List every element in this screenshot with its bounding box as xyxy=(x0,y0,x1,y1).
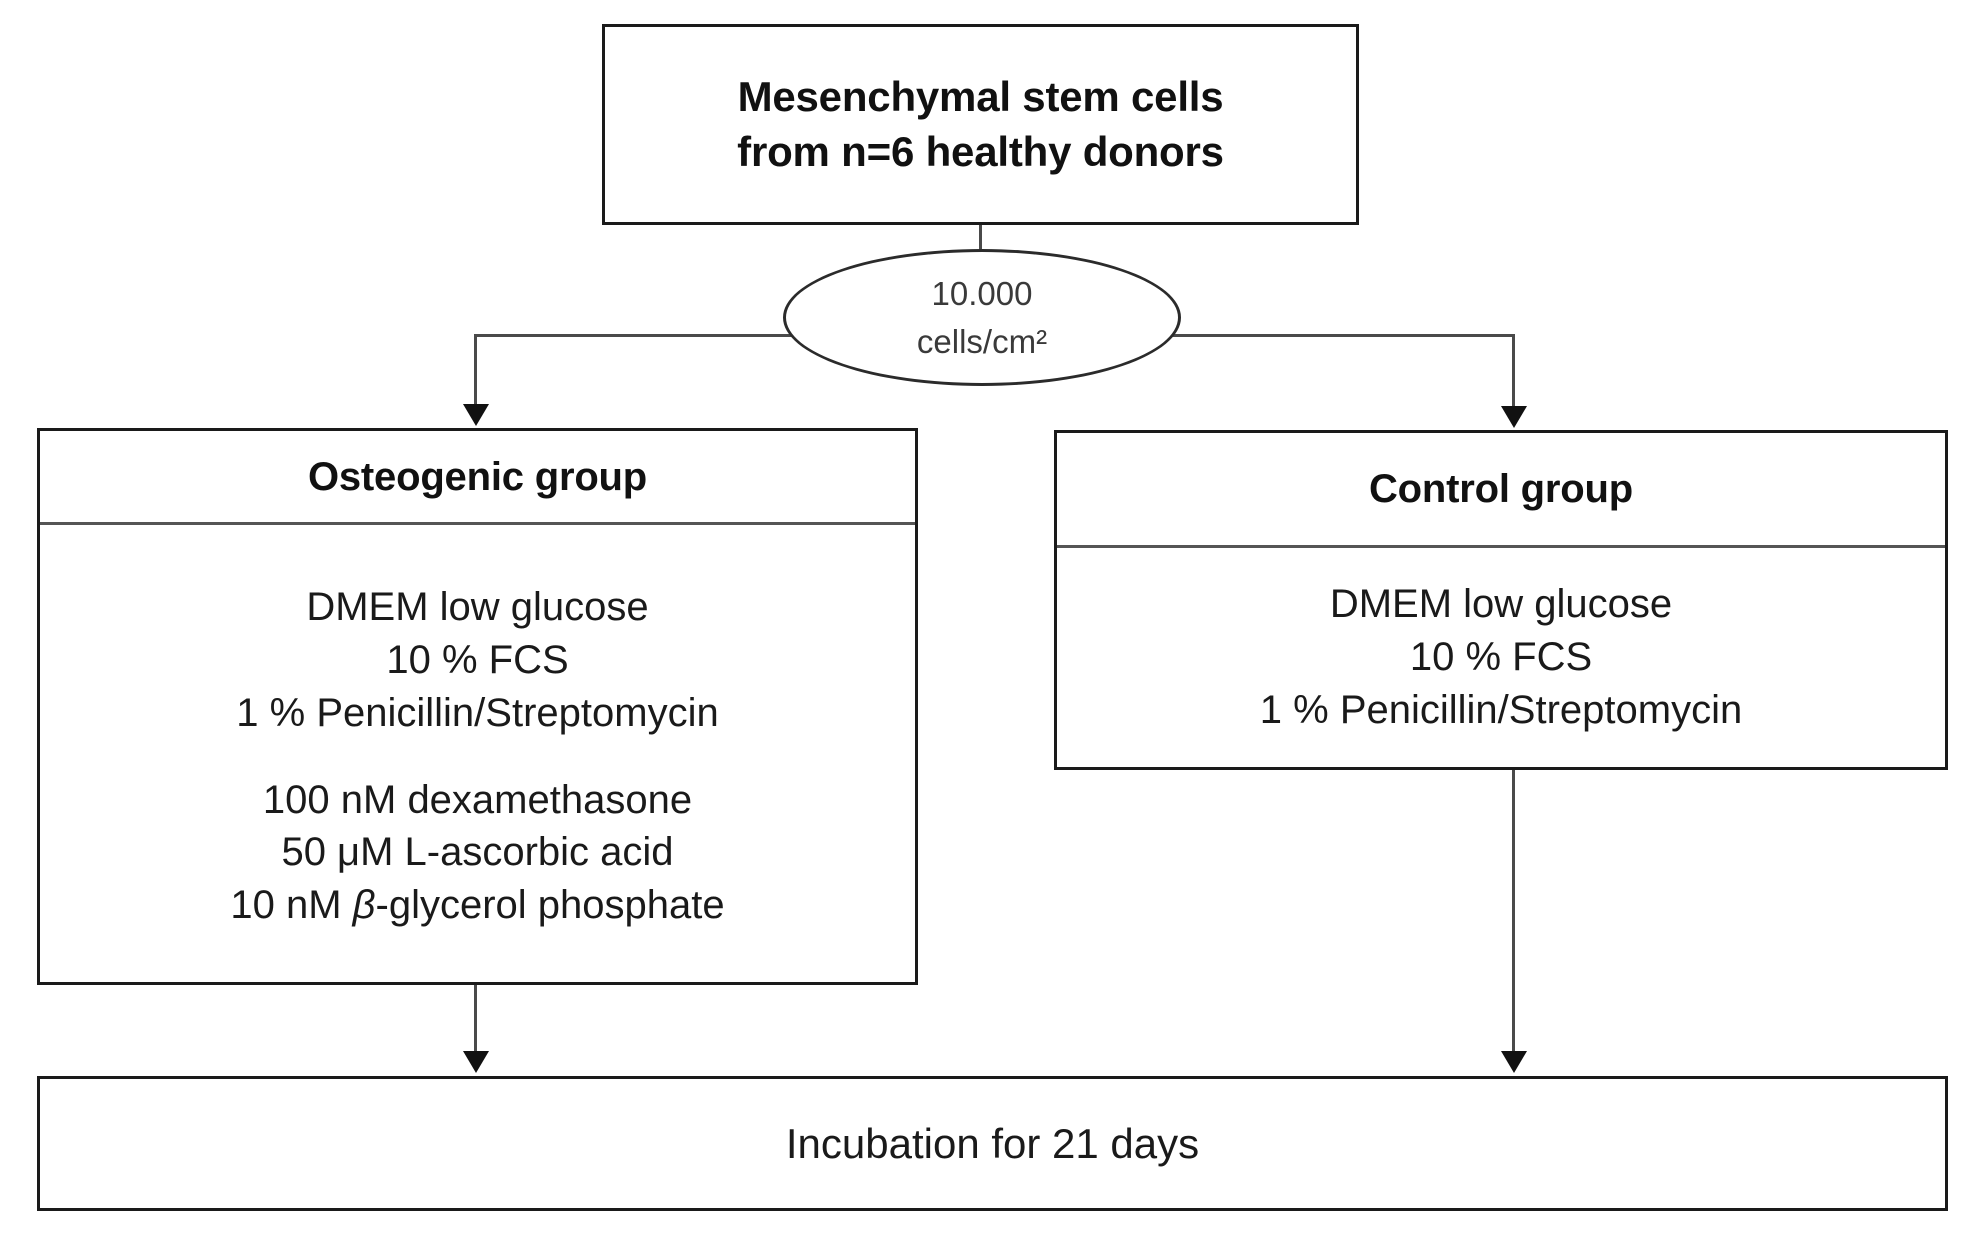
msc-line-2: from n=6 healthy donors xyxy=(737,127,1224,175)
arrowhead-to-control xyxy=(1501,406,1527,428)
osteogenic-header-divider xyxy=(40,522,915,525)
osteogenic-supplement-line-3: 10 nM β-glycerol phosphate xyxy=(230,879,724,932)
osteogenic-body: DMEM low glucose 10 % FCS 1 % Penicillin… xyxy=(40,525,915,982)
connector-osteogenic-to-incubation xyxy=(474,985,477,1055)
connector-split-left-drop xyxy=(474,334,477,408)
seeding-density-unit: cells/cm² xyxy=(916,322,1048,360)
osteogenic-header-text: Osteogenic group xyxy=(307,454,648,499)
connector-split-right-drop xyxy=(1512,334,1515,410)
node-seeding-density: 10.000 cells/cm² xyxy=(783,249,1181,386)
beta-glycerol-prefix: 10 nM xyxy=(230,883,353,928)
node-incubation: Incubation for 21 days xyxy=(37,1076,1948,1211)
node-osteogenic-group: Osteogenic group DMEM low glucose 10 % F… xyxy=(37,428,918,985)
node-mesenchymal-stem-cells: Mesenchymal stem cells from n=6 healthy … xyxy=(602,24,1359,225)
control-header-text: Control group xyxy=(1368,467,1633,511)
osteogenic-medium-line-2: 10 % FCS xyxy=(386,637,569,682)
osteogenic-medium-line-1: DMEM low glucose xyxy=(306,585,649,630)
control-medium-line-2: 10 % FCS xyxy=(1409,635,1593,680)
beta-glycerol-suffix: -glycerol phosphate xyxy=(375,883,725,928)
control-header-divider xyxy=(1057,545,1945,548)
control-medium-line-1: DMEM low glucose xyxy=(1329,582,1673,627)
arrowhead-osteogenic-to-incubation xyxy=(463,1051,489,1073)
node-control-group: Control group DMEM low glucose 10 % FCS … xyxy=(1054,430,1948,770)
osteogenic-header: Osteogenic group xyxy=(40,431,915,522)
osteogenic-supplement-line-2: 50 μM L-ascorbic acid xyxy=(281,830,674,875)
control-body: DMEM low glucose 10 % FCS 1 % Penicillin… xyxy=(1057,548,1945,767)
arrowhead-control-to-incubation xyxy=(1501,1051,1527,1073)
msc-line-1: Mesenchymal stem cells xyxy=(737,72,1224,120)
incubation-label: Incubation for 21 days xyxy=(785,1119,1200,1167)
control-medium-line-3: 1 % Penicillin/Streptomycin xyxy=(1259,687,1743,732)
control-header: Control group xyxy=(1057,433,1945,545)
seeding-density-value: 10.000 xyxy=(931,274,1033,312)
beta-symbol: β xyxy=(352,883,376,928)
osteogenic-medium-line-3: 1 % Penicillin/Streptomycin xyxy=(236,690,719,735)
connector-top-to-ellipse xyxy=(979,225,982,265)
osteogenic-supplement-line-1: 100 nM dexamethasone xyxy=(262,777,693,822)
connector-control-to-incubation xyxy=(1512,770,1515,1055)
arrowhead-to-osteogenic xyxy=(463,404,489,426)
node-title-text: Mesenchymal stem cells from n=6 healthy … xyxy=(737,70,1224,179)
